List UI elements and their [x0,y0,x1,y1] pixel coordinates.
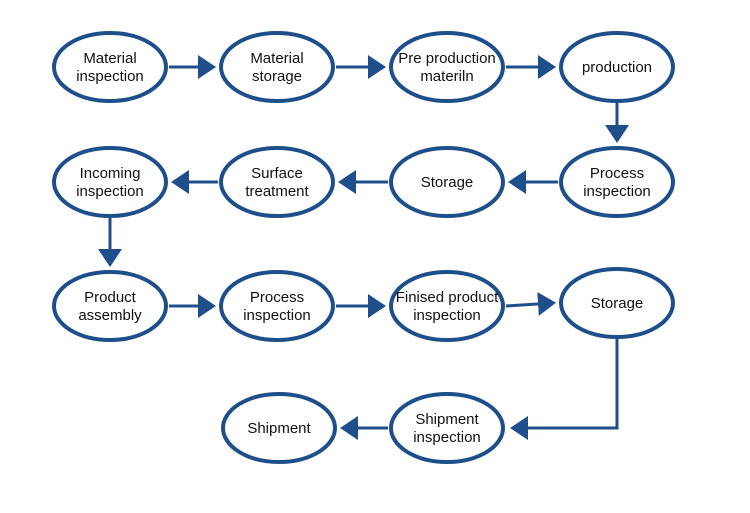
flow-node-ellipse [221,392,337,464]
flow-node-label: Material [250,50,303,67]
flow-node-ellipse [389,146,505,218]
flow-node-ellipse [52,31,168,103]
flow-node-ellipse [219,31,335,103]
flow-node-ellipse [219,146,335,218]
flow-node-label: Shipment [247,420,311,437]
flow-node-label: Storage [591,295,644,312]
flow-node-label: inspection [413,307,481,324]
flow-node-ellipse [559,267,675,339]
flow-node-ellipse [52,146,168,218]
flow-node-label: inspection [413,429,481,446]
flow-node-ellipse [389,270,505,342]
flow-arrow-n11-to-n12 [505,291,556,316]
flow-node-label: Process [590,165,644,182]
flow-node-label: inspection [76,68,144,85]
flow-node-label: Product [84,289,137,306]
flow-node-label: treatment [245,183,309,200]
flow-node-n14: Shipment [221,392,337,464]
flow-edges [98,55,629,440]
flow-node-label: Process [250,289,304,306]
flow-node-n12: Storage [559,267,675,339]
flow-node-label: Material [83,50,136,67]
flow-node-ellipse [389,31,505,103]
flow-node-n6: Storage [389,146,505,218]
flow-node-label: Incoming [80,165,141,182]
flow-node-ellipse [559,31,675,103]
flow-node-label: Shipment [415,411,479,428]
flow-node-label: Storage [421,174,474,191]
flow-node-ellipse [559,146,675,218]
flow-node-label: Pre production [398,50,496,67]
flow-node-label: production [582,59,652,76]
flow-node-label: Finised product [396,289,499,306]
flow-node-label: inspection [583,183,651,200]
flow-node-label: inspection [76,183,144,200]
flow-arrow-n12-to-n13 [510,337,619,440]
flow-node-label: inspection [243,307,311,324]
flow-node-ellipse [389,392,505,464]
flow-node-ellipse [219,270,335,342]
flow-node-label: storage [252,68,302,85]
flow-node-ellipse [52,270,168,342]
flow-node-label: assembly [78,307,142,324]
flow-node-label: Surface [251,165,303,182]
flow-node-label: materiln [420,68,473,85]
flow-node-n4: production [559,31,675,103]
